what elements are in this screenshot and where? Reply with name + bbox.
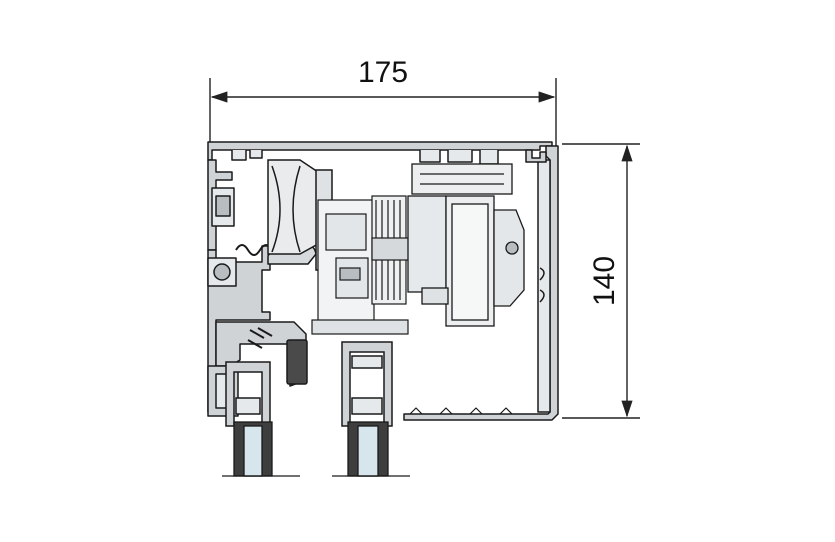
height-dimension-label: 140 (588, 256, 621, 306)
glazing-gaskets (233, 421, 389, 477)
toothed-belt-pulley (311, 195, 413, 335)
housing-profile (207, 141, 559, 421)
brush-seal (286, 339, 308, 385)
width-dimension-label: 175 (358, 56, 408, 89)
height-dimension: 140 (562, 143, 640, 419)
mounting-profile (207, 187, 317, 417)
drive-motor (407, 163, 525, 327)
width-dimension: 175 (209, 56, 557, 148)
sliding-door-leaves (225, 341, 393, 427)
